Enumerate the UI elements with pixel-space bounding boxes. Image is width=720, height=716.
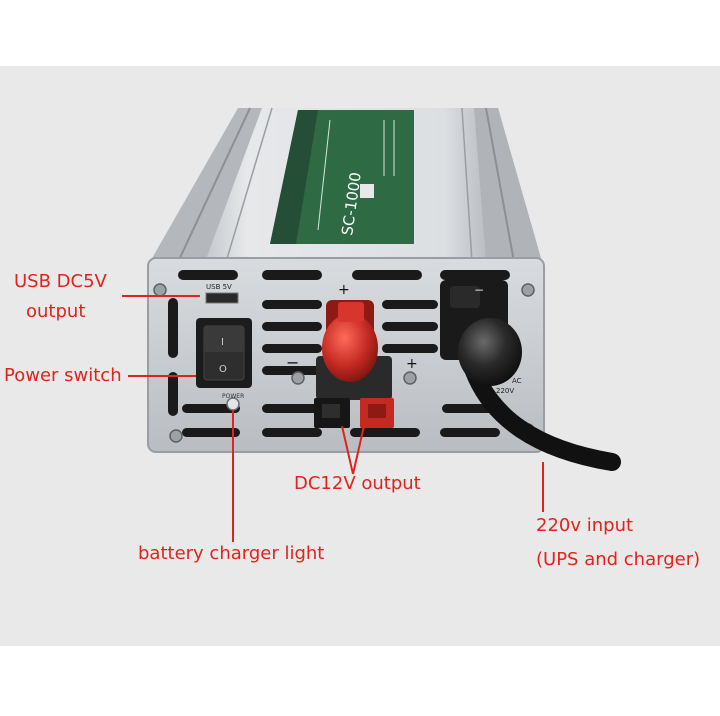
minus-sign-gland: − <box>474 283 484 297</box>
dc12v-sockets <box>314 398 394 428</box>
battery-light-callout: battery charger light <box>138 543 325 564</box>
minus-sign-left: − <box>286 353 299 372</box>
usb-port <box>205 292 239 304</box>
power-switch-callout: Power switch <box>4 365 122 386</box>
power-rocker-switch <box>196 318 252 388</box>
usb-port-label: USB 5V <box>206 283 232 291</box>
ac-input-gland <box>440 280 621 471</box>
usb-output-callout-line1: USB DC5V <box>14 271 107 292</box>
plus-sign-top: + <box>338 282 350 298</box>
annotation-leader-lines <box>122 295 544 542</box>
green-product-label <box>270 110 414 244</box>
plus-sign-right: + <box>406 356 418 372</box>
ac-label: AC <box>512 377 522 385</box>
power-led-label: POWER <box>222 393 244 400</box>
switch-on-symbol: I <box>221 337 224 348</box>
dc12v-output-callout: DC12V output <box>294 473 421 494</box>
positive-terminal <box>316 300 392 400</box>
vent-slots <box>168 270 510 437</box>
ac-input-callout-line1: 220v input <box>536 515 634 536</box>
switch-off-symbol: O <box>219 364 227 375</box>
ac-voltage-label: 220V <box>496 387 514 395</box>
usb-output-callout-line2: output <box>26 301 86 322</box>
ac-input-callout-line2: (UPS and charger) <box>536 549 701 570</box>
